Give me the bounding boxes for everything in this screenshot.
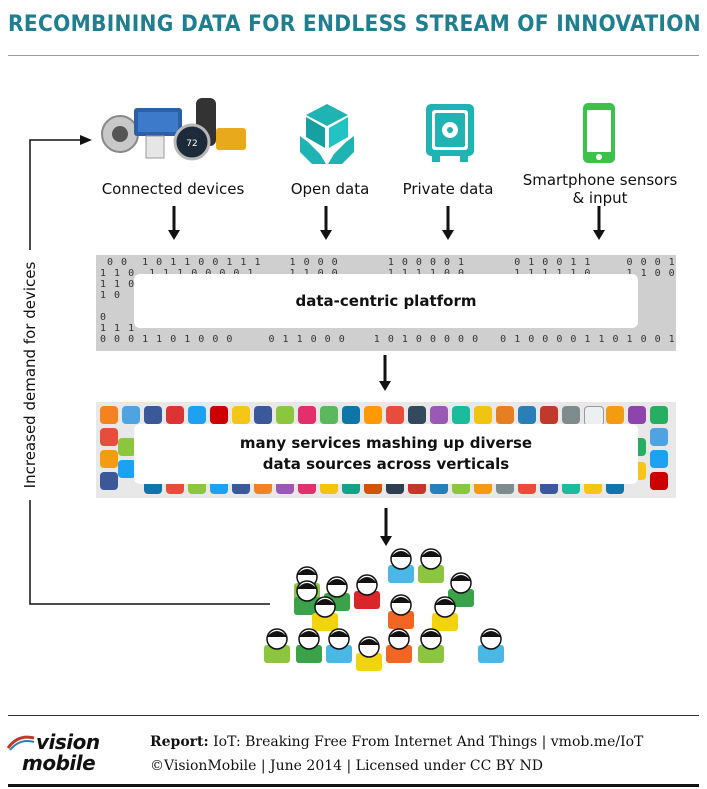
report-prefix: Report: [150, 734, 209, 750]
services-line2: data sources across verticals [262, 455, 510, 473]
platform-panel: data-centric platform [134, 274, 638, 328]
report-text: IoT: Breaking Free From Internet And Thi… [213, 734, 644, 750]
feedback-label-bg [16, 250, 46, 500]
swoosh-icon [6, 735, 35, 751]
people-crowd-icon [264, 548, 504, 671]
arrow-down-icon [320, 206, 332, 240]
title-divider [8, 55, 699, 56]
arrow-down-icon [593, 206, 605, 240]
safe-icon [426, 104, 474, 162]
feedback-label: Increased demand for devices [21, 261, 39, 489]
source-label-smartphone: Smartphone sensors & input [508, 171, 692, 207]
arrow-down-icon [380, 508, 392, 546]
arrow-down-icon [442, 206, 454, 240]
source-label-private-data: Private data [402, 180, 494, 198]
services-line1: many services mashing up diverse [239, 434, 533, 452]
arrow-down-icon [379, 355, 391, 391]
open-data-icon [300, 104, 354, 164]
logo-mobile: mobile [22, 751, 96, 775]
smartphone-label-line1: Smartphone sensors [522, 171, 678, 189]
page-title: RECOMBINING DATA FOR ENDLESS STREAM OF I… [8, 12, 701, 37]
footer-divider [8, 715, 699, 716]
source-label-connected-devices: Connected devices [101, 180, 245, 198]
footer-report-line: Report: IoT: Breaking Free From Internet… [150, 734, 643, 750]
bottom-border [8, 784, 699, 787]
source-label-open-data: Open data [290, 180, 370, 198]
smartphone-icon [583, 103, 615, 163]
svg-text:72: 72 [186, 139, 197, 149]
connected-devices-icon: 72 [98, 90, 248, 165]
services-panel: many services mashing up diverse data so… [134, 424, 638, 484]
footer-license-line: ©VisionMobile | June 2014 | Licensed und… [150, 758, 543, 774]
smartphone-label-line2: & input [572, 189, 628, 207]
logo-vision: vision [36, 730, 100, 754]
arrow-down-icon [168, 206, 180, 240]
